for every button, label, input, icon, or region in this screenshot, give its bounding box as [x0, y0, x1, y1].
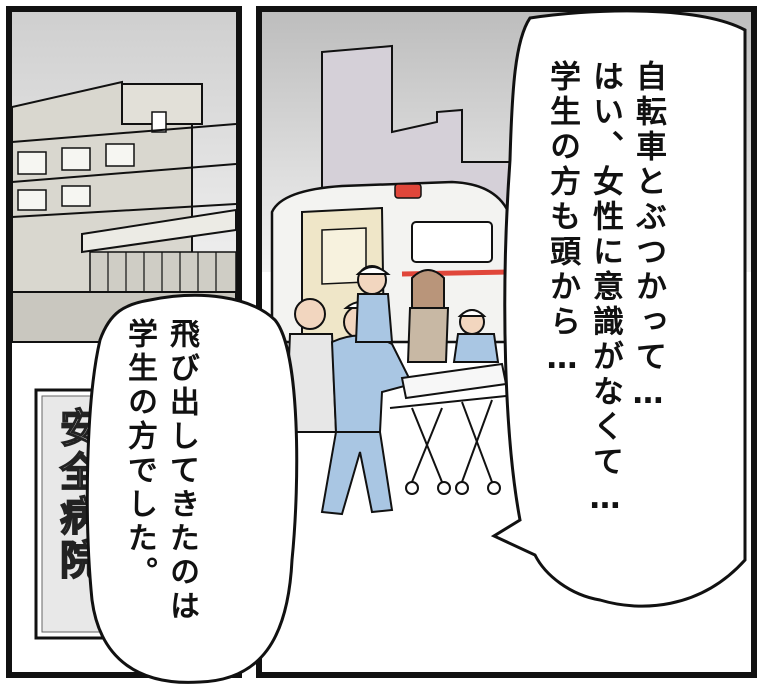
- speech-bubble-right: [490, 9, 747, 608]
- speech-text-right: 自転車とぶつかって… はい、女性に意識がなくて… 学生の方も頭から…: [544, 60, 666, 520]
- speech-text-left: 飛び出してきたのは 学生の方でした。: [122, 318, 199, 624]
- siren-light: [394, 183, 422, 199]
- panel-hospital-exterior: 安全病院: [6, 6, 242, 678]
- speech-bubble-left: [85, 293, 299, 684]
- stretcher: [389, 362, 508, 495]
- medics-group: [284, 265, 500, 516]
